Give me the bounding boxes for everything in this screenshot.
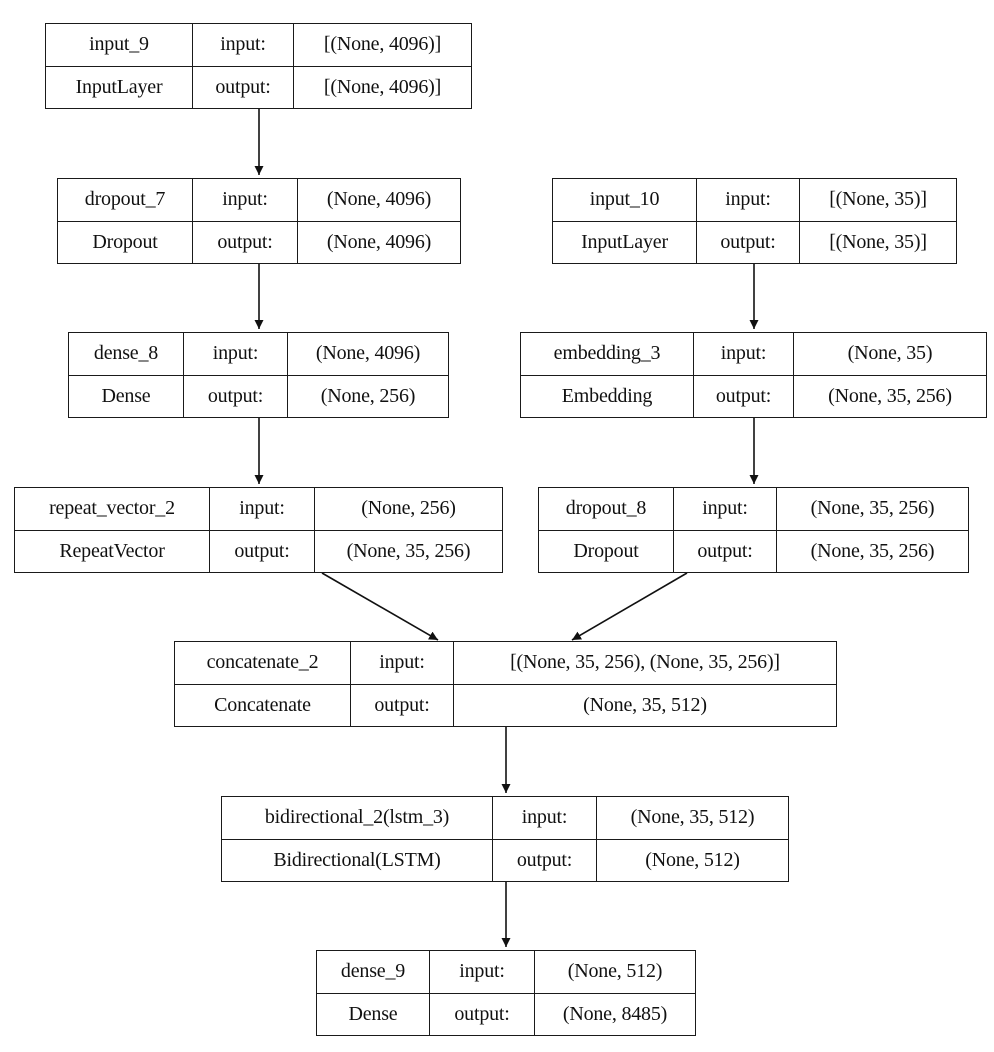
output-label: output:	[193, 65, 293, 109]
edge-arrow	[321, 572, 439, 641]
input-shape: (None, 4096)	[315, 342, 421, 365]
layer-name: concatenate_2	[206, 651, 319, 674]
layer-name: dropout_7	[84, 188, 166, 211]
input-label: input:	[702, 497, 748, 520]
layer-type: RepeatVector	[15, 529, 209, 573]
output-shape: (None, 35, 512)	[454, 683, 836, 727]
input-label: input:	[239, 497, 285, 520]
input-shape: (None, 35, 512)	[630, 806, 755, 829]
output-label: output:	[210, 529, 314, 573]
input-shape: (None, 35)	[847, 342, 933, 365]
output-shape: (None, 35, 256)	[794, 374, 986, 418]
output-label: output:	[697, 220, 799, 264]
input-shape: (None, 35, 256)	[810, 497, 935, 520]
layer-name: dropout_8	[565, 497, 647, 520]
layer-node-bidirectional-2: bidirectional_2(lstm_3) Bidirectional(LST…	[221, 796, 789, 882]
layer-name: input_10	[589, 188, 660, 211]
output-shape: (None, 35, 256)	[315, 529, 502, 573]
layer-type: InputLayer	[46, 65, 192, 109]
input-label: input:	[220, 33, 266, 56]
layer-type: Dropout	[539, 529, 673, 573]
output-label: output:	[193, 220, 297, 264]
layer-name: repeat_vector_2	[49, 497, 175, 520]
layer-name: dense_8	[93, 342, 159, 365]
output-label: output:	[184, 374, 287, 418]
output-shape: (None, 512)	[597, 838, 788, 882]
input-shape: [(None, 35, 256), (None, 35, 256)]	[510, 651, 780, 674]
input-shape: (None, 4096)	[326, 188, 432, 211]
layer-type: InputLayer	[553, 220, 696, 264]
input-shape: [(None, 35)]	[829, 188, 927, 211]
layer-name: input_9	[89, 33, 149, 56]
output-label: output:	[493, 838, 596, 882]
output-shape: (None, 4096)	[298, 220, 460, 264]
output-shape: [(None, 35)]	[800, 220, 956, 264]
input-label: input:	[212, 342, 259, 365]
input-label: input:	[379, 651, 425, 674]
layer-type: Dense	[69, 374, 183, 418]
input-label: input:	[720, 342, 767, 365]
edge-arrow	[571, 572, 688, 641]
layer-type: Dense	[317, 992, 429, 1036]
layer-type: Bidirectional(LSTM)	[222, 838, 492, 882]
output-label: output:	[674, 529, 776, 573]
input-shape: [(None, 4096)]	[323, 33, 442, 56]
output-shape: (None, 35, 256)	[777, 529, 968, 573]
output-shape: (None, 8485)	[535, 992, 695, 1036]
output-shape: (None, 256)	[288, 374, 448, 418]
output-label: output:	[430, 992, 534, 1036]
input-label: input:	[521, 806, 568, 829]
input-shape: (None, 256)	[361, 497, 456, 520]
input-shape: (None, 512)	[567, 960, 663, 983]
output-label: output:	[351, 683, 453, 727]
layer-name: bidirectional_2(lstm_3)	[264, 806, 450, 829]
input-label: input:	[459, 960, 505, 983]
input-label: input:	[725, 188, 771, 211]
output-shape: [(None, 4096)]	[294, 65, 471, 109]
input-label: input:	[222, 188, 268, 211]
layer-name: embedding_3	[553, 342, 661, 365]
layer-type: Embedding	[521, 374, 693, 418]
output-label: output:	[694, 374, 793, 418]
layer-type: Concatenate	[175, 683, 350, 727]
layer-type: Dropout	[58, 220, 192, 264]
layer-name: dense_9	[340, 960, 406, 983]
arrows	[254, 109, 759, 947]
